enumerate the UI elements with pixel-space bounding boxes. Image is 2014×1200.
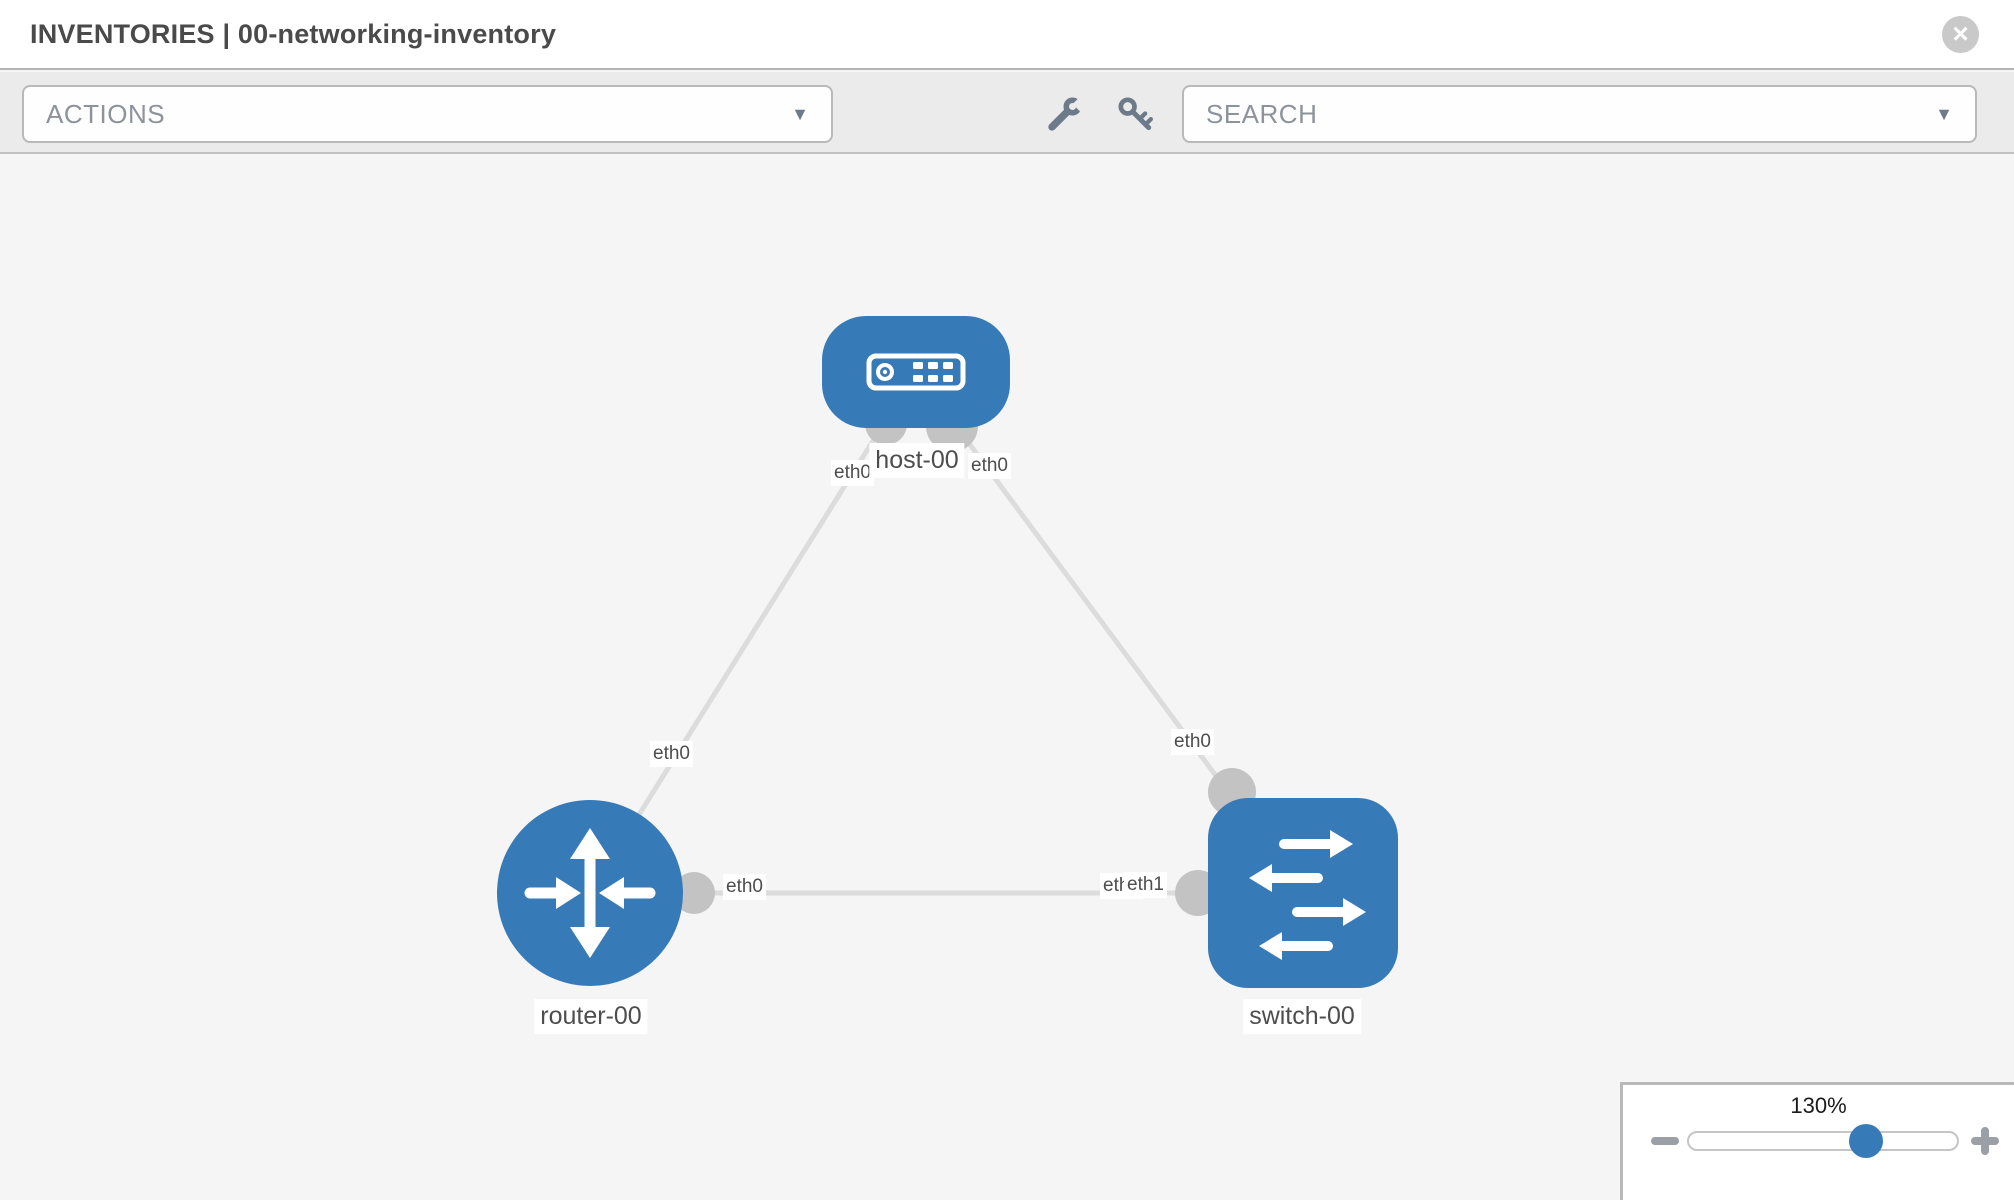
search-input[interactable]: SEARCH ▼	[1182, 85, 1977, 143]
search-placeholder: SEARCH	[1206, 99, 1318, 129]
window-header: INVENTORIES | 00-networking-inventory ×	[0, 0, 2014, 70]
router-icon	[524, 828, 656, 958]
toolbar: ACTIONS ▼ SEARCH ▼	[0, 72, 2014, 154]
zoom-control-panel: 130%	[1620, 1082, 2014, 1200]
chevron-down-icon: ▼	[1935, 104, 1953, 124]
zoom-slider[interactable]	[1687, 1124, 1959, 1158]
node-host[interactable]	[822, 316, 1010, 428]
server-icon	[866, 353, 966, 391]
node-switch[interactable]	[1208, 798, 1398, 988]
iface-label: eth0	[831, 460, 874, 486]
zoom-slider-thumb[interactable]	[1849, 1124, 1883, 1158]
chevron-down-icon: ▼	[791, 104, 809, 124]
switch-icon	[1249, 830, 1366, 960]
node-label-switch: switch-00	[1243, 999, 1361, 1034]
actions-dropdown-label: ACTIONS	[46, 99, 166, 129]
zoom-out-icon[interactable]	[1651, 1137, 1679, 1145]
close-icon: ×	[1952, 18, 1969, 49]
zoom-in-icon[interactable]	[1971, 1127, 1999, 1155]
iface-label: eth1	[1124, 872, 1167, 898]
close-button[interactable]: ×	[1942, 16, 1979, 53]
node-router[interactable]	[497, 800, 683, 986]
port-router-right	[673, 872, 715, 914]
topology-canvas[interactable]: eth0 eth0 eth0 eth0 eth0 eth0 eth1 host-…	[0, 156, 2014, 1200]
zoom-level-value: 130%	[1790, 1093, 1847, 1118]
link-host-router[interactable]	[587, 370, 919, 895]
node-label-router: router-00	[534, 999, 648, 1034]
node-label-host: host-00	[869, 443, 965, 478]
iface-label: eth0	[650, 741, 693, 767]
key-icon[interactable]	[1115, 94, 1155, 134]
iface-label: eth0	[968, 453, 1011, 479]
actions-dropdown[interactable]: ACTIONS ▼	[22, 85, 833, 143]
iface-label: eth0	[723, 874, 766, 900]
topology-graph	[497, 316, 1398, 988]
iface-label: eth0	[1171, 729, 1214, 755]
page-title: INVENTORIES | 00-networking-inventory	[30, 19, 557, 49]
wrench-icon[interactable]	[1045, 94, 1085, 134]
